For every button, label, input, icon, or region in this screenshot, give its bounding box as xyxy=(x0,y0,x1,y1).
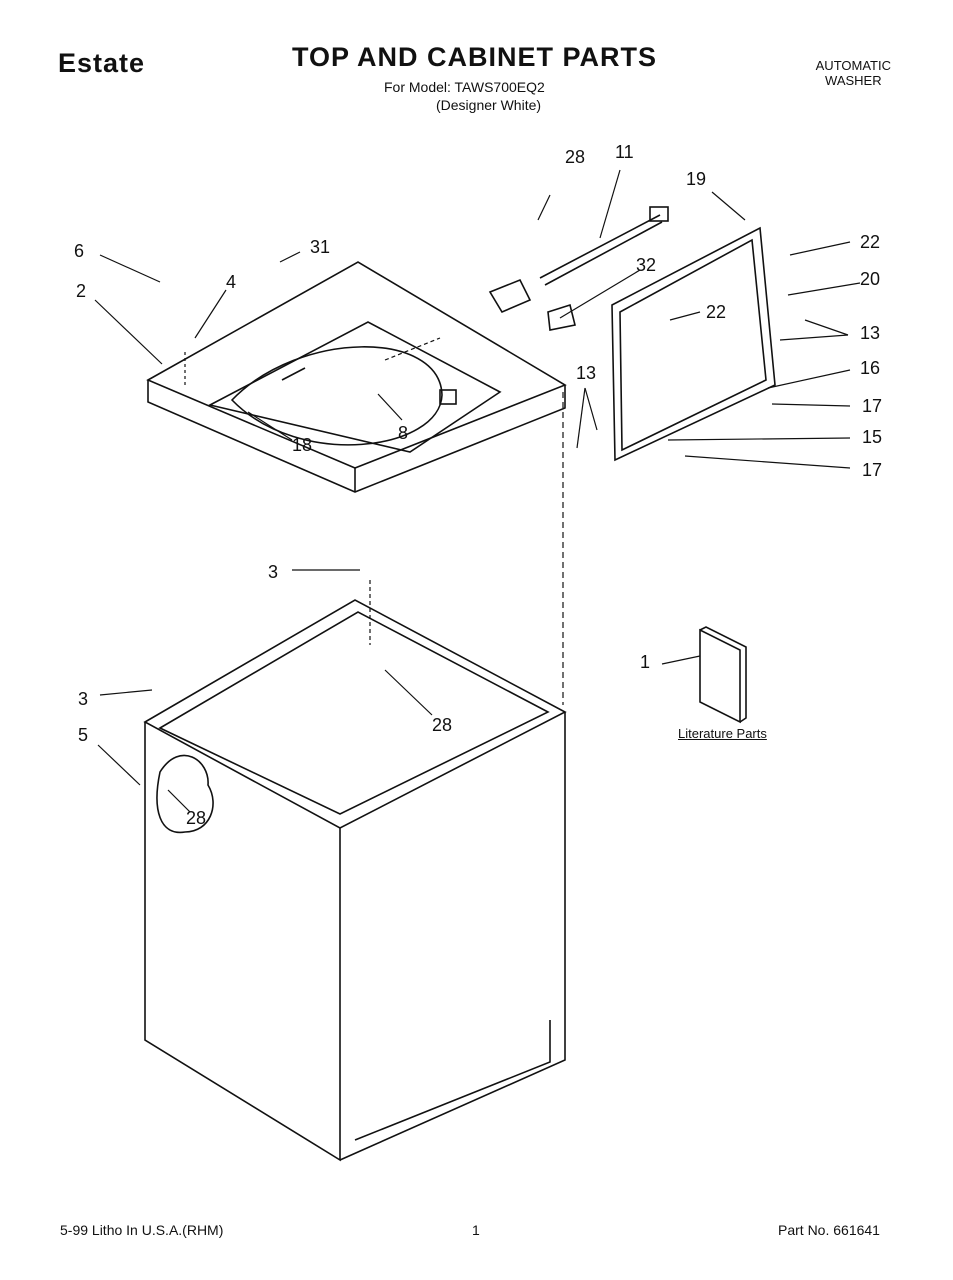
model-line: For Model: TAWS700EQ2 xyxy=(384,79,545,95)
callout-17b: 17 xyxy=(862,460,882,480)
callout-20: 20 xyxy=(860,269,880,289)
callout-labels: 28 11 19 22 6 31 32 2 4 20 22 13 16 13 1… xyxy=(74,142,882,828)
callout-5: 5 xyxy=(78,725,88,745)
callout-1: 1 xyxy=(640,652,650,672)
leader-lines xyxy=(94,169,861,813)
lid-switch xyxy=(488,206,669,331)
callout-15: 15 xyxy=(862,427,882,447)
callout-28a: 28 xyxy=(565,147,585,167)
callout-28b: 28 xyxy=(432,715,452,735)
lid xyxy=(611,226,776,462)
callout-3b: 3 xyxy=(78,689,88,709)
literature-book xyxy=(699,626,747,724)
top-panel xyxy=(146,261,567,493)
product-line-1: AUTOMATIC xyxy=(815,58,891,73)
cabinet xyxy=(143,599,567,1162)
page-title: TOP AND CABINET PARTS xyxy=(292,42,658,72)
callout-32: 32 xyxy=(636,255,656,275)
callout-13a: 13 xyxy=(860,323,880,343)
variant-line: (Designer White) xyxy=(436,97,542,113)
callout-8: 8 xyxy=(398,423,408,443)
footer-part-number: Part No. 661641 xyxy=(778,1222,880,1238)
product-line-2: WASHER xyxy=(825,73,882,88)
footer-page-number: 1 xyxy=(472,1222,480,1238)
callout-22a: 22 xyxy=(860,232,880,252)
brand-logo: Estate xyxy=(58,48,146,78)
callout-28c: 28 xyxy=(186,808,206,828)
callout-19: 19 xyxy=(686,169,706,189)
callout-13b: 13 xyxy=(576,363,596,383)
callout-22b: 22 xyxy=(706,302,726,322)
literature-parts-label: Literature Parts xyxy=(678,726,767,741)
callout-3a: 3 xyxy=(268,562,278,582)
callout-17a: 17 xyxy=(862,396,882,416)
callout-16: 16 xyxy=(860,358,880,378)
footer-litho: 5-99 Litho In U.S.A.(RHM) xyxy=(60,1222,224,1238)
callout-31: 31 xyxy=(310,237,330,257)
callout-4: 4 xyxy=(226,272,236,292)
callout-11: 11 xyxy=(615,142,634,162)
product-type: AUTOMATIC WASHER xyxy=(816,58,891,88)
callout-6: 6 xyxy=(74,241,84,261)
callout-2: 2 xyxy=(76,281,86,301)
callout-18: 18 xyxy=(292,435,312,455)
